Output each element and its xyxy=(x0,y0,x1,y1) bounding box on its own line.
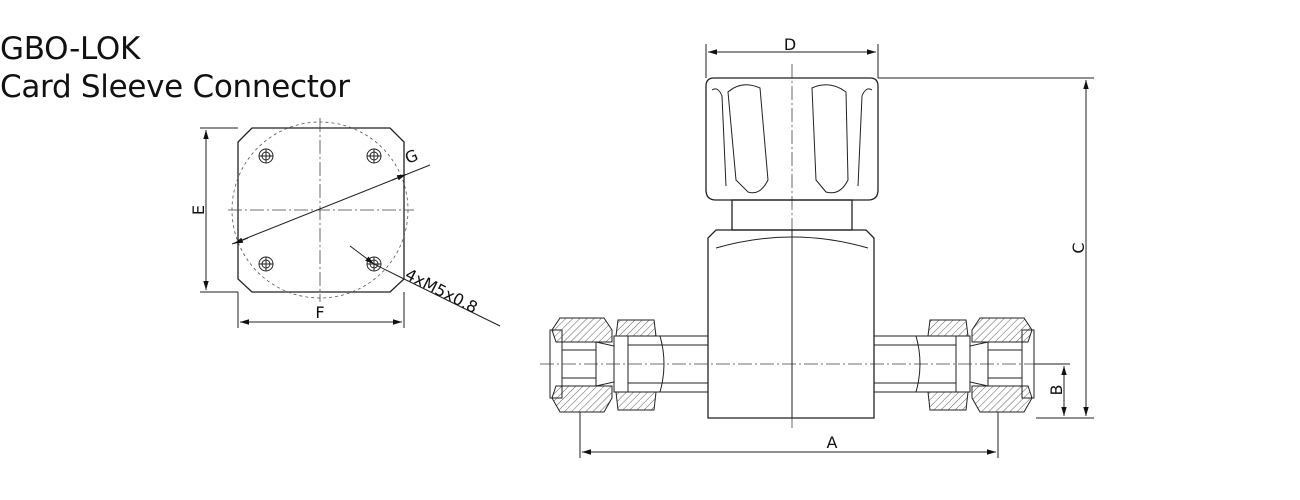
label-thread: 4xM5x0.8 xyxy=(402,265,481,318)
label-d: D xyxy=(784,35,796,54)
title-line-2: Card Sleeve Connector xyxy=(0,69,350,105)
label-a: A xyxy=(827,433,838,452)
label-c: C xyxy=(1069,242,1088,253)
title-line-1: GBO-LOK xyxy=(0,31,140,67)
bolt-hole xyxy=(258,148,274,164)
bolt-hole xyxy=(366,148,382,164)
label-b: B xyxy=(1047,385,1066,396)
label-e: E xyxy=(189,205,208,215)
flange-top-view xyxy=(200,118,501,328)
connector-side-view xyxy=(540,44,1094,458)
label-f: F xyxy=(315,303,324,322)
label-g: G xyxy=(402,145,421,167)
diagram-title: GBO-LOK Card Sleeve Connector xyxy=(0,30,350,106)
bolt-hole xyxy=(258,256,274,272)
